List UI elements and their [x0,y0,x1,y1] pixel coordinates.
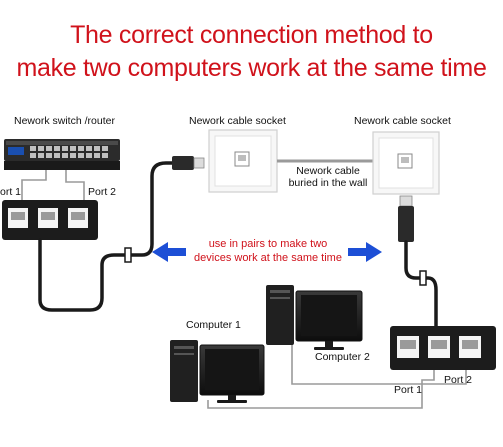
rj45-plug-left-icon [172,156,205,170]
splitter-right-icon [390,326,496,370]
wall-cable-label-line-2: buried in the wall [288,177,368,189]
wall-cable-label-line-1: Nework cable [296,165,360,177]
computer-1-label: Computer 1 [186,319,241,331]
splitter-left-icon [2,200,98,240]
pairs-note-line-2: devices work at the same time [194,252,342,264]
computer-1-icon [170,340,265,403]
port-1-top-label: ort 1 [0,186,22,198]
title-line-2: make two computers work at the same time [16,54,487,82]
wall-socket-right-icon [372,131,440,195]
port-2-bottom-label: Port 2 [444,374,473,386]
patch-cables-computers [207,338,467,409]
switch-label: Nework switch /router [14,115,115,127]
computer-2-icon [266,285,363,350]
cable-coupler-left-icon [124,247,132,263]
computer-2-label: Computer 2 [315,351,370,363]
patch-cables-grey [21,170,85,200]
pairs-note-line-1: use in pairs to make two [208,238,328,250]
network-switch-icon [4,139,120,170]
port-2-top-label: Port 2 [88,186,117,198]
wall-socket-left-icon [208,129,278,193]
socket-left-label: Nework cable socket [189,115,286,127]
cable-socket-to-splitter [404,240,438,328]
cable-coupler-right-icon [419,270,427,286]
double-arrow-icon [152,242,382,262]
rj45-plug-right-icon [398,195,414,242]
port-1-bottom-label: Port 1 [394,384,423,396]
socket-right-label: Nework cable socket [354,115,451,127]
title-line-1: The correct connection method to [70,21,433,49]
cable-switch-to-socket [38,161,176,312]
pairs-note: use in pairs to make two devices work at… [188,237,348,265]
wall-cable-label: Nework cable buried in the wall [285,165,371,189]
